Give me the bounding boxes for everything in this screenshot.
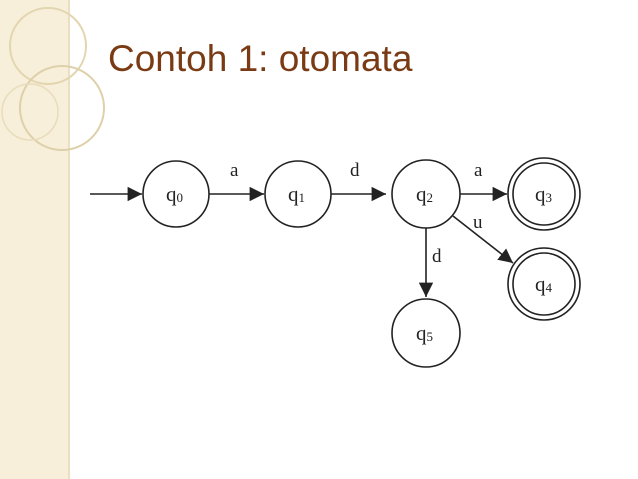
decorative-side-strip [0, 0, 70, 479]
state-q5-sub: 5 [427, 329, 434, 344]
state-q4-base: q [535, 272, 546, 296]
label-q1-q2: d [350, 160, 360, 181]
state-q2-circle [391, 159, 461, 229]
state-q2: q2 [391, 159, 461, 229]
state-q2-sub: 2 [427, 190, 434, 205]
state-q0: q0 [142, 160, 210, 228]
state-q3-outer-circle [507, 157, 581, 231]
state-q0-label: q0 [166, 182, 183, 206]
state-q5-circle [391, 298, 461, 368]
label-q0-q1: a [230, 160, 239, 181]
state-q5-label: q5 [416, 321, 433, 345]
state-q1: q1 [264, 160, 332, 228]
state-q4: q4 [507, 247, 581, 321]
state-q1-sub: 1 [299, 190, 306, 205]
state-q3-label: q3 [535, 182, 552, 206]
transition-labels: a d a u d [230, 160, 483, 267]
deco-circle-3 [1, 83, 59, 141]
state-q5: q5 [391, 298, 461, 368]
state-q3: q3 [507, 157, 581, 231]
decorative-circles [1, 7, 105, 151]
state-q3-base: q [535, 182, 546, 206]
state-q1-circle [264, 160, 332, 228]
state-q4-label: q4 [535, 272, 553, 296]
state-q4-inner-circle [512, 252, 576, 316]
label-q2-q5: d [432, 246, 442, 267]
strip-edge [68, 0, 70, 479]
state-q2-base: q [416, 182, 427, 206]
deco-circle-1 [9, 7, 87, 85]
state-q2-label: q2 [416, 182, 433, 206]
state-q4-outer-circle [507, 247, 581, 321]
slide-title: Contoh 1: otomata [108, 38, 413, 79]
state-q3-inner-circle [512, 162, 576, 226]
state-q4-sub: 4 [546, 280, 553, 295]
label-q2-q4: u [473, 212, 483, 233]
transitions [208, 186, 514, 297]
state-q0-base: q [166, 182, 177, 206]
state-q5-base: q [416, 321, 427, 345]
state-q1-label: q1 [288, 182, 305, 206]
state-q0-circle [142, 160, 210, 228]
label-q2-q3: a [474, 160, 483, 181]
state-q1-base: q [288, 182, 299, 206]
transition-q2-q4 [452, 215, 514, 264]
state-q0-sub: 0 [177, 190, 184, 205]
state-q3-sub: 3 [546, 190, 553, 205]
deco-circle-2 [19, 65, 105, 151]
